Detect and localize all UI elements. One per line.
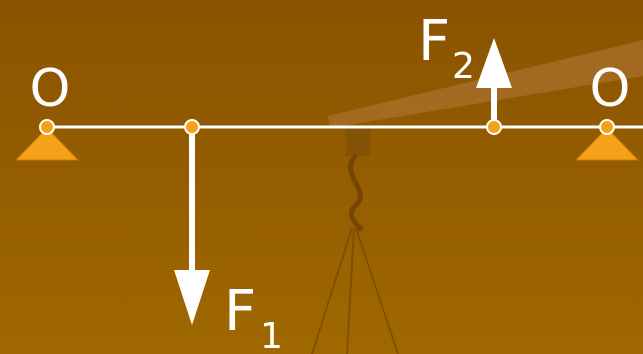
force2-arrow <box>476 38 512 120</box>
force2-label: F <box>418 9 450 74</box>
balance-clamp <box>346 126 370 156</box>
force1-point <box>184 119 200 135</box>
force2-point <box>486 119 502 135</box>
rope-1 <box>311 227 353 354</box>
force1-arrow <box>174 134 210 325</box>
force2-subscript: 2 <box>452 46 475 87</box>
left-support-triangle <box>14 127 80 161</box>
rope-3 <box>355 227 399 354</box>
left-pivot-label: O <box>30 59 71 119</box>
left-pivot-point <box>39 119 55 135</box>
force1-label: F <box>224 279 256 344</box>
right-support-triangle <box>574 127 640 161</box>
force1-subscript: 1 <box>260 316 283 354</box>
right-pivot-label: O <box>590 59 631 119</box>
balance-hook <box>348 153 364 232</box>
right-pivot-point <box>599 119 615 135</box>
rope-2 <box>346 227 355 354</box>
